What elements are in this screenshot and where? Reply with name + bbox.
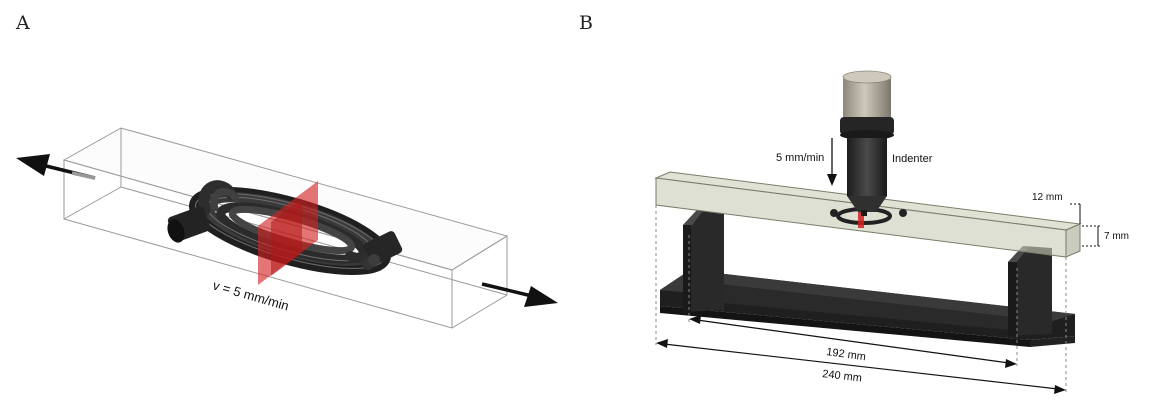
cut-plane [258,181,318,285]
panel-b-label: B [579,12,593,34]
span-dimension [689,315,1017,368]
pull-arrow-left [16,154,96,180]
base-plate [660,270,1075,347]
speed-arrow [827,138,837,186]
length-dimension [656,339,1066,394]
right-support [1008,246,1052,336]
height-dimension [1070,203,1082,224]
span-label: 192 mm [826,346,867,363]
panel-b-diagram: 5 mm/min Indenter 12 mm 7 mm 192 mm [654,70,1129,394]
velocity-label: v = 5 mm/min [211,277,290,313]
pull-arrow-right [481,282,558,307]
length-label: 240 mm [822,368,863,384]
width-dimension [1082,225,1100,247]
indenter-label: Indenter [892,153,933,165]
panel-a-label: A [16,12,30,34]
indenter [840,70,894,216]
extension-lines [655,205,1067,392]
height-label: 12 mm [1032,192,1063,203]
speed-label: 5 mm/min [776,152,824,164]
left-support [683,210,724,313]
panel-a-diagram: v = 5 mm/min [16,127,558,329]
width-label: 7 mm [1104,231,1129,242]
